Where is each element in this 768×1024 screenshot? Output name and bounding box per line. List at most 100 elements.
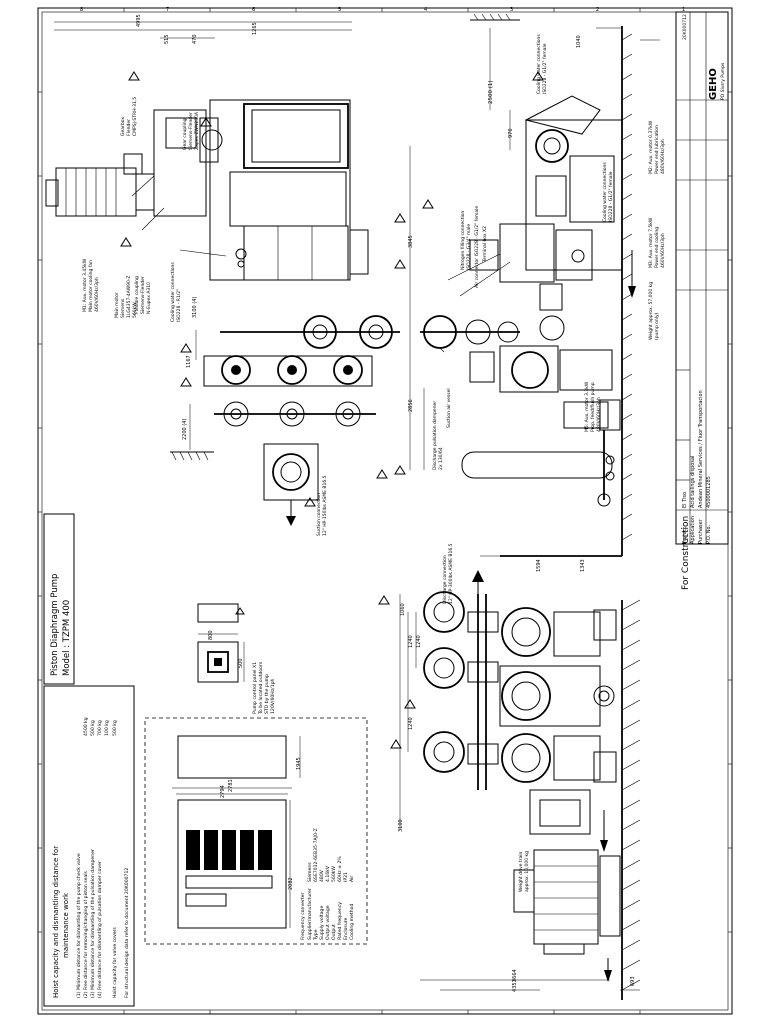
vfd-row-4-value: 560kW	[331, 866, 337, 882]
lower-dampener-2	[423, 647, 465, 689]
suction-air-vessel-elev	[461, 451, 613, 479]
vfd-row-7-value: Air	[349, 876, 355, 882]
vfd-row-2-label: Supply voltage	[319, 906, 325, 940]
callout-weight-pump-line2: (pump only)	[654, 312, 660, 340]
dim-elev-970: 970	[508, 128, 514, 138]
project-label: Project	[682, 527, 688, 544]
vfd-row-4-label: Output	[331, 924, 337, 940]
dim-elev-3845: 3845	[408, 235, 414, 248]
callout-suction-air-vessel: Suction air vessel	[446, 388, 452, 428]
pump-title-line2: Model : TZPM 400	[62, 600, 72, 676]
callout-m2-motor-line1: M2: Aux. motor 0.37kW	[648, 120, 654, 174]
vfd-row-0-label: Supplier/manufacturer	[307, 888, 313, 940]
hoist-value-3: 500 kg	[90, 720, 96, 736]
callout-gear-coupling: Gear coupling Siemens-Flender Zapex ZWN2…	[182, 111, 200, 150]
sheet-outer-border	[37, 7, 733, 1015]
dim-panel-800: 800	[208, 630, 214, 640]
dim-elev-2856: 2856	[408, 399, 414, 412]
control-panel-view: 800 500 Pump control panel X1 To be loca…	[197, 603, 276, 715]
callout-flexible-coupling-line2: Siemens-Flender	[140, 276, 146, 314]
vfd-row-1-value: 6SE7032-6EB35-7AJ0-Z	[313, 828, 319, 882]
frequency-converter-area: 2082 1945 2794 2781 Frequency converter …	[144, 717, 368, 945]
cylinder-1	[221, 355, 251, 385]
hoist-value-4: 700 kg	[97, 720, 103, 736]
control-panel-line4: 120V/60Hz/1ph	[270, 678, 276, 714]
hoist-value-5: 100 kg	[104, 720, 110, 736]
callout-m2-motor-line3: 480V/60Hz/3ph	[660, 139, 666, 174]
dim-top-470: 470	[192, 34, 198, 44]
vfd-row-7-label: Cooling method	[349, 904, 355, 940]
dim-top-4995: 4995	[136, 14, 142, 27]
callout-nitrogen-line2: ISO228 - G3/4" male	[466, 224, 472, 270]
project-value: El Tiso	[682, 492, 688, 508]
doc-number: 20K000712	[682, 14, 688, 40]
brand-logo: GEHO	[708, 68, 719, 100]
lower-gearbox	[529, 789, 591, 835]
vfd-title: Frequency converter	[300, 893, 306, 940]
dim-lower-3100: 3100	[398, 819, 404, 832]
dim-panel-500: 500	[238, 658, 244, 668]
callout-suction-connection-line2: 12" HP-150lbs ASME B16.5	[322, 475, 328, 536]
vfd-row-5-value: 60Hz ± 2%	[337, 856, 343, 882]
callout-terminal-box: Terminal box X2	[482, 226, 488, 263]
callout-cooling-water-top: Cooling water connections ISO228 - G1/2"…	[536, 33, 548, 94]
grid-labels-top: 8 7 6 5 4 3 2 1	[80, 7, 685, 13]
power-end-elevation	[525, 119, 623, 271]
callout-m5-motor-line2: Prop. feed/flush pump	[590, 382, 596, 432]
dim-bottom-4357: 4357	[512, 979, 518, 992]
dim-lower-1240a: 1240	[408, 635, 414, 648]
dim-vfd-2781: 2781	[228, 779, 234, 792]
vfd-row-0-value: Siemens	[307, 862, 313, 882]
vfd-row-3-value: 4.16kV	[325, 865, 331, 882]
vfd-row-1-label: Type	[313, 929, 319, 941]
grid-label-top-3: 5	[338, 7, 341, 13]
hoist-title-line1: Hoist capacity and dismantling distance …	[52, 846, 60, 998]
callout-main-motor-line2: Siemens	[120, 298, 126, 318]
callout-flexible-coupling: Flexible coupling Siemens-Flender N-Eupe…	[134, 275, 152, 314]
callout-air-connector: Air connector ISO228 - G1/2" female	[474, 206, 480, 288]
hoist-value-2: 4500 kg	[83, 717, 89, 736]
callout-m3-motor-line1: M3: Aux. motor 7.5kW	[648, 217, 654, 268]
callout-discharge-dampener: Discharge pulsation dampener 2x 130/64	[432, 399, 444, 470]
control-panel-label: Pump control panel X1 To be located outd…	[252, 660, 276, 715]
vfd-row-3-label: Output voltage	[325, 905, 331, 940]
callout-flexible-coupling-line3: N-Eupex A310	[146, 282, 152, 314]
brand-subtitle: PD Slurry Pumps	[720, 62, 726, 100]
callout-cooling-water-mid: Cooling water connections ISO228 - G1/2"…	[602, 161, 614, 222]
hoist-item-4: (4) Free distance for dismantling of pul…	[97, 861, 103, 998]
lower-dampener-3	[423, 731, 465, 773]
application-label: Application	[690, 516, 696, 544]
dim-bottom-3664: 3664	[512, 969, 518, 982]
title-block-frame	[675, 11, 729, 545]
dim-vfd-2794: 2794	[220, 785, 226, 798]
callout-m3-motor-line2: Power end cooling	[654, 227, 660, 268]
control-panel-front-view	[197, 641, 239, 683]
structural-note: For structural design data refer to docu…	[124, 868, 130, 998]
callout-cooling-water-1: Cooling water connections ISO228 - R1/2"	[170, 261, 182, 322]
control-panel-line3: STD by the pump	[264, 674, 270, 714]
callout-aux-motor-m1-line3: 460V/60Hz/3ph	[94, 277, 100, 312]
grid-label-top-1: 7	[166, 7, 169, 13]
dim-lower-1240b: 1240	[416, 635, 422, 648]
dim-right-1343: 1343	[580, 559, 586, 572]
grid-label-top-6: 2	[596, 7, 599, 13]
callout-aux-motor-m1-line2: Main motor cooling fan	[88, 260, 94, 312]
control-panel-line1: Pump control panel X1	[252, 662, 258, 714]
callout-main-motor-line4: 560kW	[132, 302, 138, 318]
callout-nitrogen: Nitrogen filling connection ISO228 - G3/…	[460, 209, 472, 270]
lower-cylinder-3	[501, 733, 551, 783]
callout-gearbox-line1: Gearbox	[120, 117, 126, 136]
callout-discharge-dampener-line2: 2x 130/64	[438, 447, 444, 470]
callout-discharge-connection: Discharge connection 12" HP-300lbs ASME …	[442, 543, 454, 604]
hoist-max-value: 500 kg	[112, 720, 118, 736]
lower-cylinder-1	[501, 607, 551, 657]
callout-cooling-water-mid-line1: Cooling water connections	[602, 162, 608, 222]
callout-gearbox: Gearbox Flender CMPSJ-STRH-31,5	[120, 97, 138, 136]
callout-suction-connection-line1: Suction connection	[316, 493, 322, 536]
lower-cylinder-2	[501, 671, 551, 721]
order-value: 4500001285	[706, 476, 712, 508]
grid-label-top-2: 6	[252, 7, 255, 13]
grid-label-top-7: 1	[682, 7, 685, 13]
title-box	[43, 513, 75, 685]
